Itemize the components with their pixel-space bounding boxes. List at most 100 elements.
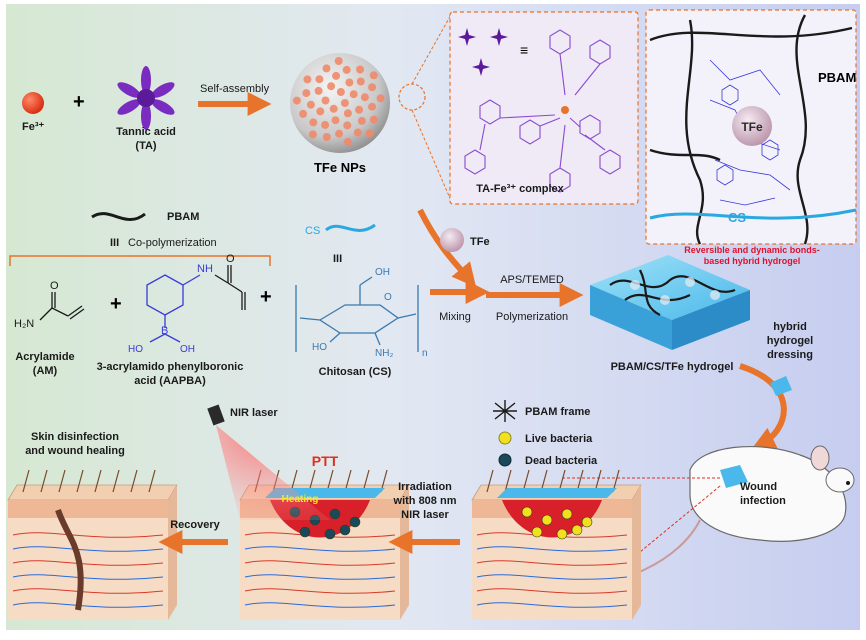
tfe-nps-label: TFe NPs [314,160,366,175]
tfe-particle [321,120,330,129]
tfe-particle [369,71,378,80]
dressing-label-3: dressing [767,349,813,361]
laser-beam [216,425,330,520]
skin-label-2: and wound healing [25,445,125,457]
network-caption-1: Reversible and dynamic bonds- [684,245,820,255]
irradiation-label-2: with 808 nm [393,495,457,507]
mouse-illustration [559,445,855,587]
aapba-acryl [214,265,246,310]
tfe-particle [303,75,312,84]
zoom-line-top [411,12,453,85]
ta-fe-structure [464,29,621,193]
pbam-legend-label: PBAM [167,211,199,223]
tfe-particle [340,99,349,107]
tfe-particle [349,90,358,99]
network-bonds [709,59,791,206]
nir-label: NIR laser [230,407,278,419]
aapba-name-1: 3-acrylamido phenylboronic [97,361,244,373]
tfe-nps-particles [292,57,385,146]
complex-label: TA-Fe³⁺ complex [476,183,564,195]
cs-nh2: NH₂ [375,348,393,359]
aapba-name-2: acid (AAPBA) [134,375,206,387]
am-amine: H₂N [14,318,34,330]
pbam-frame-icon [493,400,517,422]
copoly-bracket [9,255,271,266]
tfe-particle [343,121,352,130]
tfe-particle [343,109,352,118]
tfe-particle [309,118,318,127]
zoom-line-bottom [411,109,453,204]
tfe-particle [335,129,344,138]
skin-block-healed [7,469,178,620]
skin-block-infected [471,469,642,620]
tfe-particle [329,104,338,113]
mixing-label: Mixing [439,311,471,323]
fe-label: Fe³⁺ [22,121,45,133]
tfe-particle [368,102,377,111]
heating-label: Heating [282,494,319,505]
legend-frame: PBAM frame [525,406,590,418]
tfe-particle [369,115,378,124]
cs-oh: OH [375,267,390,278]
hydrogel-block [590,255,750,350]
tannic-acid-icon [117,66,175,130]
aapba-boron: B [161,325,168,337]
network-cs-label: CS [728,210,746,225]
wound-label-2: infection [740,495,786,507]
polymerization-label: Polymerization [496,311,568,323]
tfe-particle [357,116,366,125]
tfe-nps-sphere [290,53,390,153]
laser-device [207,404,225,426]
dressing-label-2: hydrogel [767,335,813,347]
tfe-particle [316,107,325,116]
dressing-patch [770,376,792,396]
hydrogel-label: PBAM/CS/TFe hydrogel [611,361,734,373]
am-oxygen: O [50,280,59,292]
tfe-particle [331,116,340,125]
cs-ho: HO [312,342,327,353]
cs-repeat-n: n [422,348,428,359]
plus-sign-1: + [73,91,85,113]
tfe-particle [299,109,308,118]
tfe-particle [343,137,352,146]
tfe-particle [365,129,374,138]
complex-box [449,11,639,205]
tfe-particle [342,65,351,74]
tfe-particle [356,77,365,86]
tfe-particle [356,65,365,74]
tfe-small-label: TFe [470,236,490,248]
wound-label-1: Wound [740,481,777,493]
tfe-particle [334,57,343,65]
aps-label: APS/TEMED [500,274,564,286]
aapba-structure [146,274,201,343]
irradiation-label-3: NIR laser [401,509,449,521]
live-bacteria-icon [498,431,512,445]
tfe-particle [345,78,354,87]
zoom-dash-2 [599,485,721,586]
cs-legend-line [325,223,376,232]
mini-ta-icons [458,28,508,76]
skin-blocks [7,469,642,620]
equiv-sign: ≡ [520,42,528,58]
ta-name: Tannic acid [116,126,176,138]
aapba-oh: OH [180,344,195,355]
irradiation-label-1: Irradiation [398,481,452,493]
tfe-particle [314,86,323,95]
skin-label-1: Skin disinfection [31,431,119,443]
roman-label-2: III [333,253,342,265]
dressing-label-1: hybrid [773,321,807,333]
legend-dead: Dead bacteria [525,455,598,467]
chitosan-label: Chitosan (CS) [319,366,392,378]
tfe-to-mix-arrow [417,208,477,288]
roman-label-1: III [110,237,119,249]
acrylamide-structure [39,292,85,321]
tfe-particle [360,93,369,102]
tfe-particle [353,128,362,137]
aapba-nh: NH [197,263,213,275]
tfe-particle [336,88,345,96]
tfe-particle [292,96,301,105]
self-assembly-label: Self-assembly [200,83,270,95]
tfe-small-sphere [440,228,464,252]
